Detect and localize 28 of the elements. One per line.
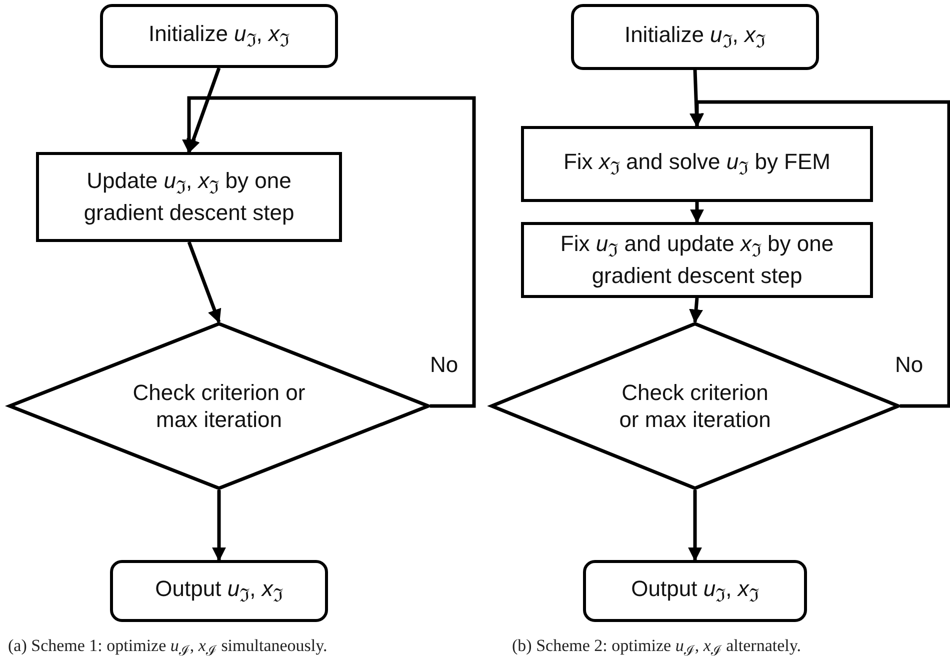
arrow xyxy=(690,100,950,408)
arrow xyxy=(689,298,704,324)
arrow xyxy=(187,241,222,324)
node-text: Fix x$_{ℑ}$ and solve u$_{ℑ}$ by FEM xyxy=(563,148,830,180)
terminal-box xyxy=(100,4,338,68)
arrow xyxy=(690,70,704,128)
node-text: Initialize u$_{ℑ}$, x$_{ℑ}$ xyxy=(624,20,766,54)
terminal-box xyxy=(571,4,819,70)
node-text: Update u$_{ℑ}$, x$_{ℑ}$ by one gradient descent step xyxy=(82,167,296,227)
terminal-box xyxy=(110,560,328,622)
node-text: Check criterion or max iteration xyxy=(132,378,306,434)
process-box xyxy=(36,152,342,242)
process-box xyxy=(521,222,873,298)
node-text: Check criterion or max iteration xyxy=(618,378,772,434)
arrow xyxy=(212,490,226,562)
arrow xyxy=(182,96,476,408)
arrow xyxy=(186,67,221,154)
arrow xyxy=(690,202,704,224)
node-text: Fix u$_{ℑ}$ and update x$_{ℑ}$ by one gradient descent step xyxy=(559,230,835,290)
decision-diamond xyxy=(8,322,430,490)
node-text: Initialize u$_{ℑ}$, x$_{ℑ}$ xyxy=(148,20,290,52)
caption: (a) Scheme 1: optimize u$_{ℐ}$, x$_{ℐ}$ simultaneously. xyxy=(8,636,328,660)
node-text: Output u$_{ℑ}$, x$_{ℑ}$ xyxy=(631,574,759,608)
arrow xyxy=(688,490,702,562)
node-text: Output u$_{ℑ}$, x$_{ℑ}$ xyxy=(155,574,283,608)
caption: (b) Scheme 2: optimize u$_{ℐ}$, x$_{ℐ}$ alternately. xyxy=(512,636,802,660)
process-box xyxy=(521,126,873,202)
terminal-box xyxy=(583,560,807,622)
